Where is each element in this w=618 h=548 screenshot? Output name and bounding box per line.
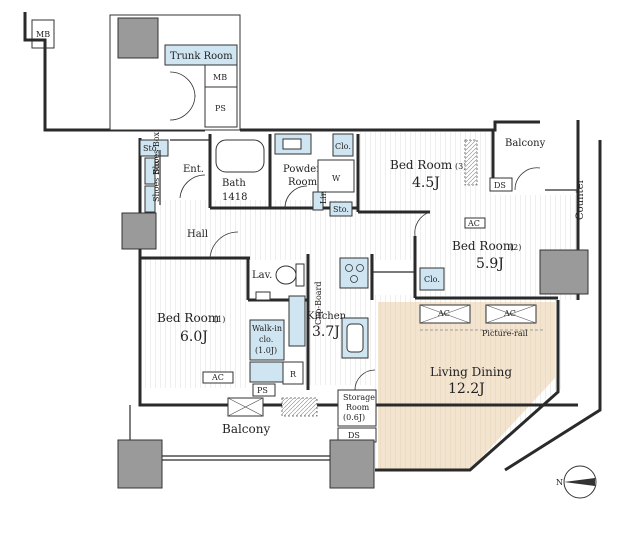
ld-size-label: 12.2J: [448, 381, 485, 397]
bed3-num-label: (3): [455, 162, 466, 171]
mb-mid-label: MB: [213, 73, 227, 82]
sto-entry-box: [139, 139, 169, 157]
ac-bed1-label: AC: [211, 373, 224, 382]
lin-label: Lin: [319, 191, 328, 204]
bath-size-label: 1418: [222, 192, 247, 203]
bed1-label: Bed Room: [157, 311, 220, 325]
ds-bottom-label: DS: [348, 431, 360, 440]
storage-size-label: (0.6J): [343, 413, 365, 422]
bathtub: [215, 139, 265, 173]
north-compass: N: [556, 465, 597, 499]
column-top-left: [117, 17, 159, 59]
lavatory: Lav.: [246, 254, 310, 390]
north-label: N: [556, 478, 563, 487]
bed2-label: Bed Room: [452, 239, 515, 253]
kitchen-label: Kitchen: [307, 311, 347, 322]
walkin-box: [249, 319, 285, 361]
picture-rail-label: Picture-rail: [482, 329, 528, 338]
clo-bed2-box: [419, 267, 445, 291]
storage-room: Storage Room (0.6J) DS: [337, 369, 377, 443]
column-bottom-mid: [329, 439, 375, 489]
column-right: [539, 249, 589, 295]
sto-powder-box: [329, 201, 353, 217]
bed1-floor: [140, 258, 248, 388]
mb-top-label: MB: [36, 30, 50, 39]
w-label: W: [332, 174, 341, 183]
counter-label: Counter: [575, 179, 586, 220]
storage-room-label: Room: [346, 403, 370, 412]
walkin-clo-label: clo.: [259, 335, 273, 344]
washer-box: [317, 159, 355, 193]
bed3-label: Bed Room: [390, 158, 453, 172]
bed1-size-label: 6.0J: [180, 329, 208, 345]
powder-room-label-1: Powder: [283, 164, 321, 175]
hall-area: Hall: [140, 229, 250, 260]
bed1-num-label: (1): [214, 315, 225, 324]
shoes-box-1-label: Shoes Box: [152, 131, 161, 174]
kitchen: Kitchen 3.7J: [307, 254, 415, 359]
bed-room-1: Bed Room (1) 6.0J AC: [157, 311, 234, 384]
balcony-top-label: Balcony: [505, 138, 546, 149]
sto-entry-label: Sto.: [143, 144, 159, 153]
cupboard-label: Cup-Board: [314, 281, 323, 325]
walkin-closet: Walk-in clo. (1.0J) Cup-Board R PS: [249, 281, 323, 397]
lav-label: Lav.: [252, 270, 272, 281]
storage-box: [337, 389, 377, 427]
ps-bottom-label: PS: [257, 386, 268, 395]
walkin-size-label: (1.0J): [255, 346, 277, 355]
shoes-box-2-label: Shoes Box: [152, 159, 161, 202]
cupboard-box: [288, 295, 306, 347]
bed-room-2: Bed Room (2) 5.9J Clo.: [413, 236, 589, 300]
balcony-top-area: Balcony DS AC Counter: [464, 138, 586, 229]
r-label: R: [290, 370, 297, 379]
toilet: [275, 265, 297, 285]
trunk-room-label: Trunk Room: [170, 51, 233, 62]
bath-powder-area: Bath 1418 Powder Room W Lin Sto. Clo.: [208, 133, 360, 217]
ac-ld-2-label: AC: [503, 309, 516, 318]
column-bottom-left: [117, 439, 163, 489]
kitchen-size-label: 3.7J: [312, 324, 340, 340]
clo-bed3-label: Clo.: [335, 142, 351, 151]
bath-label: Bath: [222, 178, 246, 189]
powder-room-label-2: Room: [288, 177, 318, 188]
ps-top-label: PS: [215, 104, 226, 113]
stove-box: [339, 257, 369, 289]
ds-top-label: DS: [494, 181, 506, 190]
hall-label: Hall: [187, 229, 208, 240]
living-dining-label: Living Dining: [430, 365, 512, 379]
sto-powder-label: Sto.: [333, 205, 349, 214]
walkin-label: Walk-in: [252, 324, 282, 333]
living-dining: AC AC Picture-rail Living Dining 12.2J: [419, 304, 545, 397]
trunk-room-box: [164, 44, 238, 66]
ac-bed2-label: AC: [467, 219, 480, 228]
bed3-size-label: 4.5J: [412, 175, 440, 191]
ac-ld-1-label: AC: [437, 309, 450, 318]
trunk-room-block: Trunk Room MB PS: [109, 14, 241, 131]
clo-bed2-label: Clo.: [424, 275, 440, 284]
storage-label: Storage: [343, 393, 375, 402]
balcony-bottom-label: Balcony: [222, 422, 270, 436]
bed2-num-label: (2): [510, 243, 521, 252]
clo-bed3-box: [332, 133, 354, 157]
living-floor-wood: [378, 302, 555, 470]
balcony-bottom: Balcony: [117, 397, 375, 489]
bed2-size-label: 5.9J: [476, 256, 504, 272]
ent-label: Ent.: [183, 164, 204, 175]
column-left: [121, 212, 157, 250]
entrance-area: Sto. Shoes Box Shoes Box Ent.: [121, 131, 210, 250]
mb-top-area: MB: [31, 19, 55, 49]
